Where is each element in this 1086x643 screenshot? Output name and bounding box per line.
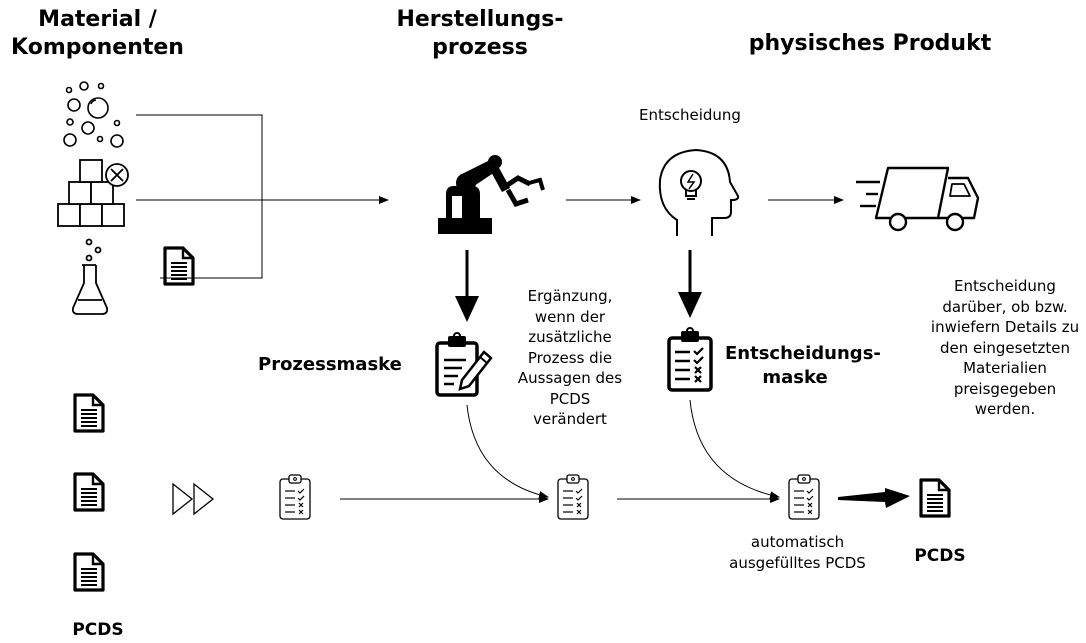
pcds-doc-1 <box>73 393 105 433</box>
checklist-icon <box>667 327 713 392</box>
down-arrow-decision <box>678 250 702 318</box>
label-pcds-left: PCDS <box>72 620 124 640</box>
flask-icon <box>71 238 109 315</box>
robot-arm-icon <box>438 155 545 234</box>
input-lines <box>136 114 389 279</box>
label-decision: Entscheidung <box>639 106 741 124</box>
pcds-final-doc <box>919 478 951 518</box>
pcds-form-empty <box>279 474 311 520</box>
pcds-form-supplemented <box>557 474 589 520</box>
heading-material: Material / Komponenten <box>11 7 184 60</box>
label-auto-pcds: automatisch ausgefülltes PCDS <box>729 533 866 572</box>
document-icon <box>163 246 195 286</box>
boxes-icon <box>57 159 129 227</box>
final-arrow <box>838 488 910 508</box>
idea-head-icon <box>658 148 740 236</box>
heading-process: Herstellungs- prozess <box>396 7 564 60</box>
label-pcds-right: PCDS <box>914 546 966 566</box>
clipboard-pen-icon <box>435 332 493 397</box>
label-decision-mask: Entscheidungs- maske <box>725 343 881 388</box>
delivery-truck-icon <box>856 166 980 232</box>
label-process-mask: Prozessmaske <box>258 354 402 375</box>
heading-product: physisches Produkt <box>748 31 992 56</box>
pcds-doc-2 <box>73 472 105 512</box>
down-arrow-process <box>455 250 479 322</box>
label-decision-note: Entscheidung darüber, ob bzw. inwiefern … <box>930 277 1080 418</box>
pcds-doc-3 <box>73 552 105 592</box>
bubbles-icon <box>63 81 124 148</box>
label-supplement: Ergänzung, wenn der zusätzliche Prozess … <box>517 287 623 428</box>
pcds-form-auto <box>788 474 820 520</box>
fast-forward-icon <box>172 482 215 516</box>
